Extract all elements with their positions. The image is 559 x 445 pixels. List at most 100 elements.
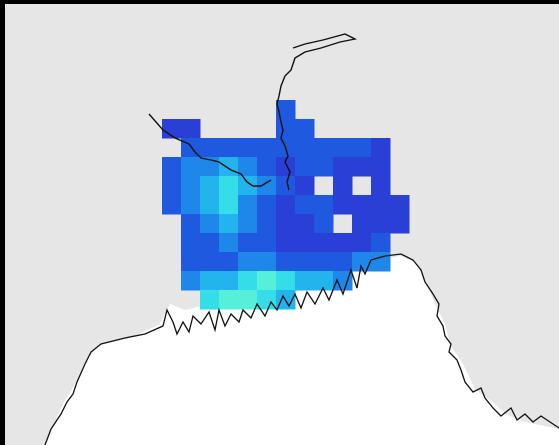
grid-cell <box>276 119 296 139</box>
grid-cell <box>276 157 296 177</box>
grid-cell <box>352 138 372 158</box>
grid-cell <box>295 138 315 158</box>
grid-cell <box>238 252 258 272</box>
precipitation-grid <box>162 100 410 310</box>
coastline <box>44 253 559 445</box>
grid-cell <box>162 176 182 196</box>
grid-cell <box>314 252 334 272</box>
grid-cell <box>276 214 296 234</box>
grid-cell <box>257 252 277 272</box>
grid-cell <box>219 195 239 215</box>
grid-cell <box>276 176 296 196</box>
grid-cell <box>295 176 315 196</box>
grid-cell <box>314 195 334 215</box>
grid-cell <box>219 214 239 234</box>
grid-cell <box>257 290 277 310</box>
grid-cell <box>314 233 334 253</box>
grid-cell <box>352 252 372 272</box>
grid-cell <box>276 252 296 272</box>
grid-cell <box>200 252 220 272</box>
grid-cell <box>219 176 239 196</box>
grid-cell <box>333 176 353 196</box>
grid-cell <box>181 157 201 177</box>
grid-cell <box>181 214 201 234</box>
grid-cell <box>200 214 220 234</box>
grid-cell <box>371 157 391 177</box>
grid-cell <box>371 138 391 158</box>
grid-cell <box>295 271 315 291</box>
river-northeast <box>276 33 358 191</box>
grid-cell <box>181 233 201 253</box>
grid-cell <box>200 157 220 177</box>
grid-cell <box>238 176 258 196</box>
grid-cell <box>276 233 296 253</box>
grid-cell <box>200 290 220 310</box>
grid-cell <box>200 176 220 196</box>
grid-cell <box>200 271 220 291</box>
grid-cell <box>390 214 410 234</box>
grid-cell <box>276 271 296 291</box>
grid-cell <box>238 157 258 177</box>
grid-cell <box>333 233 353 253</box>
grid-cell <box>238 195 258 215</box>
grid-cell <box>371 233 391 253</box>
grid-cell <box>352 214 372 234</box>
grid-cell <box>352 233 372 253</box>
grid-cell <box>162 195 182 215</box>
grid-cell <box>333 138 353 158</box>
grid-cell <box>181 195 201 215</box>
grid-cell <box>257 233 277 253</box>
grid-cell <box>257 271 277 291</box>
grid-cell <box>219 138 239 158</box>
grid-cell <box>371 214 391 234</box>
grid-cell <box>352 195 372 215</box>
grid-cell <box>181 252 201 272</box>
grid-cell <box>200 233 220 253</box>
grid-cell <box>333 157 353 177</box>
grid-cell <box>238 271 258 291</box>
grid-cell <box>257 176 277 196</box>
grid-cell <box>314 157 334 177</box>
grid-cell <box>181 119 201 139</box>
grid-cell <box>257 195 277 215</box>
grid-cell <box>181 176 201 196</box>
grid-cell <box>390 195 410 215</box>
grid-cell <box>371 195 391 215</box>
grid-cell <box>219 233 239 253</box>
grid-cell <box>333 195 353 215</box>
grid-cell <box>295 195 315 215</box>
grid-cell <box>276 195 296 215</box>
grid-cell <box>219 290 239 310</box>
grid-cell <box>314 214 334 234</box>
grid-cell <box>257 157 277 177</box>
grid-cell <box>295 214 315 234</box>
grid-cell <box>181 271 201 291</box>
grid-cell <box>162 119 182 139</box>
grid-cell <box>200 195 220 215</box>
grid-cell <box>295 157 315 177</box>
grid-cell <box>238 290 258 310</box>
grid-cell <box>238 233 258 253</box>
grid-cell <box>333 252 353 272</box>
grid-cell <box>238 214 258 234</box>
grid-cell <box>200 138 220 158</box>
grid-cell <box>219 271 239 291</box>
grid-cell <box>295 233 315 253</box>
grid-cell <box>257 138 277 158</box>
grid-cell <box>371 252 391 272</box>
grid-cell <box>276 100 296 120</box>
grid-cell <box>295 252 315 272</box>
grid-cell <box>352 157 372 177</box>
grid-cell <box>333 271 353 291</box>
grid-cell <box>295 119 315 139</box>
grid-cell <box>162 157 182 177</box>
grid-cell <box>257 214 277 234</box>
grid-cell <box>314 138 334 158</box>
grid-cell <box>314 271 334 291</box>
land-mass <box>45 256 559 445</box>
grid-cell <box>219 252 239 272</box>
grid-cell <box>238 138 258 158</box>
river-northwest <box>148 113 272 187</box>
grid-cell <box>219 157 239 177</box>
